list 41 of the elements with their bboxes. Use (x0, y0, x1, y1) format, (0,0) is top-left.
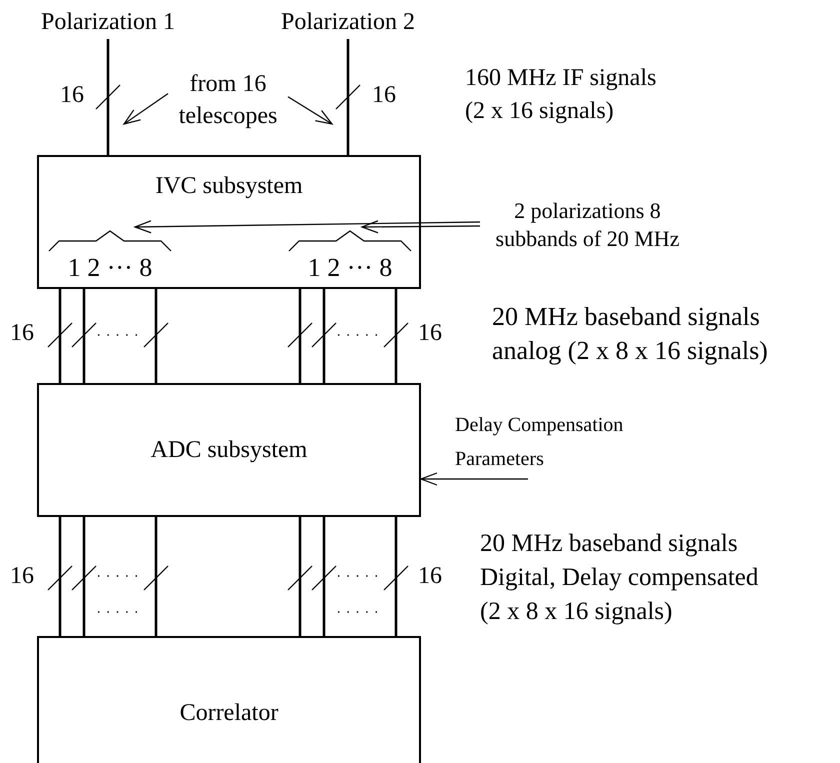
signal-line (298, 517, 302, 636)
bus-width-label: 16 (10, 319, 35, 348)
arrow (123, 93, 168, 125)
arrow (134, 220, 480, 234)
signal-line (154, 289, 158, 383)
node-label: 1 2 ··· 8 (306, 253, 394, 283)
signal-note: 160 MHz IF signals (2 x 16 signals) (465, 64, 658, 126)
signal-line (298, 289, 302, 383)
node-label: Correlator (178, 699, 280, 728)
signal-line (58, 517, 62, 636)
node-label: IVC subsystem (154, 172, 304, 201)
signal-note: 20 MHz baseband signals Digital, Delay compensated (2 x 8 x 16 signals) (480, 529, 760, 627)
signal-line (394, 289, 398, 383)
signal-line (106, 39, 110, 155)
signal-line (82, 289, 86, 383)
node-text: Delay Compensation Parameters (455, 413, 624, 472)
arrow (420, 472, 528, 486)
node-text: 2 polarizations 8 subbands of 20 MHz (494, 197, 680, 253)
process-box (37, 383, 421, 517)
bus-width-label: 16 (418, 319, 443, 348)
signal-note: 20 MHz baseband signals analog (2 x 8 x 16 signals) (492, 301, 769, 367)
node-text: Polarization 2 (280, 8, 416, 37)
signal-line (322, 517, 326, 636)
node-text: Polarization 1 (40, 8, 176, 37)
signal-line (346, 39, 350, 155)
node-label: 1 2 ··· 8 (66, 253, 154, 283)
bus-width-label: 16 (10, 562, 35, 591)
arrow (288, 96, 333, 125)
bus-width-label: 16 (418, 562, 443, 591)
node-label: ADC subsystem (150, 436, 308, 465)
node-text: from 16 telescopes (178, 70, 278, 131)
signal-line (82, 517, 86, 636)
bus-width-label: 16 (60, 81, 85, 110)
arrow (361, 220, 480, 234)
signal-line (58, 289, 62, 383)
process-box (37, 636, 421, 763)
bus-width-label: 16 (372, 81, 397, 110)
process-box (37, 155, 421, 289)
signal-line (394, 517, 398, 636)
signal-line (154, 517, 158, 636)
signal-line (322, 289, 326, 383)
